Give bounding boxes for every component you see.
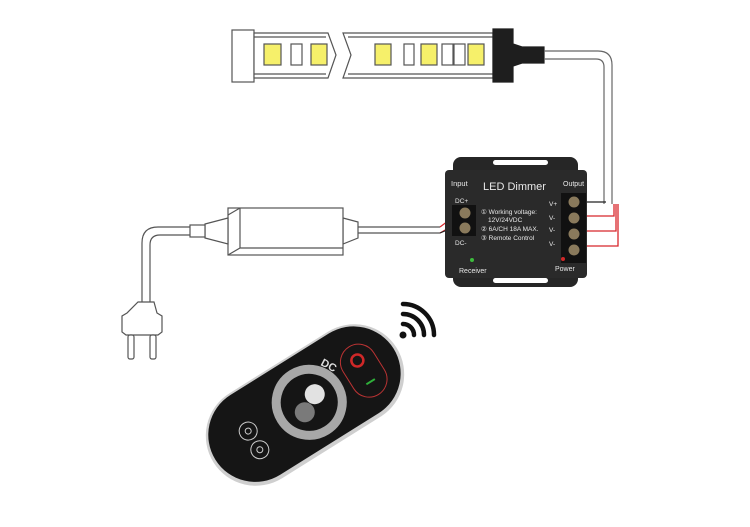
- input-label: Input: [451, 179, 469, 188]
- spec-line-2: 12V/24VDC: [488, 217, 523, 224]
- output-label: Output: [563, 181, 584, 188]
- spec-line-4: ③ Remote Control: [481, 234, 535, 242]
- led-dimmer-controller: Input LED Dimmer Output DC+ DC- ① Workin…: [445, 157, 587, 287]
- output-wires: [584, 204, 619, 247]
- power-adapter: [141, 207, 440, 302]
- center-button-light: [304, 384, 325, 405]
- dc-plus-label: DC+: [455, 198, 468, 205]
- dimmer-title: LED Dimmer: [483, 181, 546, 193]
- strip-cable: [544, 50, 613, 204]
- power-plug: [121, 301, 163, 360]
- power-button-panel: [339, 343, 388, 398]
- dc-minus-label: DC-: [455, 240, 467, 247]
- wireless-signal-icon: [399, 301, 437, 339]
- dim-scene-icon: [250, 440, 270, 460]
- off-button-icon: [350, 353, 365, 368]
- touch-dimming-wheel: [271, 364, 347, 440]
- on-button-icon: [365, 378, 376, 386]
- power-led: [561, 257, 565, 261]
- bright-scene-icon: [238, 421, 258, 441]
- spec-line-3: ② 6A/CH 18A MAX.: [481, 225, 539, 233]
- receiver-label: Receiver: [459, 268, 487, 275]
- terminal-label: V-: [549, 227, 555, 234]
- receiver-led: [470, 258, 474, 262]
- remote-control: DC: [205, 324, 405, 486]
- led-strip: [231, 28, 545, 83]
- strip-end-cap: [231, 29, 255, 83]
- terminal-label: V-: [549, 215, 555, 222]
- strip-connector: [492, 28, 545, 83]
- led-chips: [263, 43, 485, 66]
- spec-line-1: ① Working voltage:: [481, 208, 537, 216]
- terminal-label: V+: [549, 201, 557, 208]
- power-label: Power: [555, 266, 576, 273]
- center-button-dark: [294, 402, 315, 423]
- terminal-label: V-: [549, 241, 555, 248]
